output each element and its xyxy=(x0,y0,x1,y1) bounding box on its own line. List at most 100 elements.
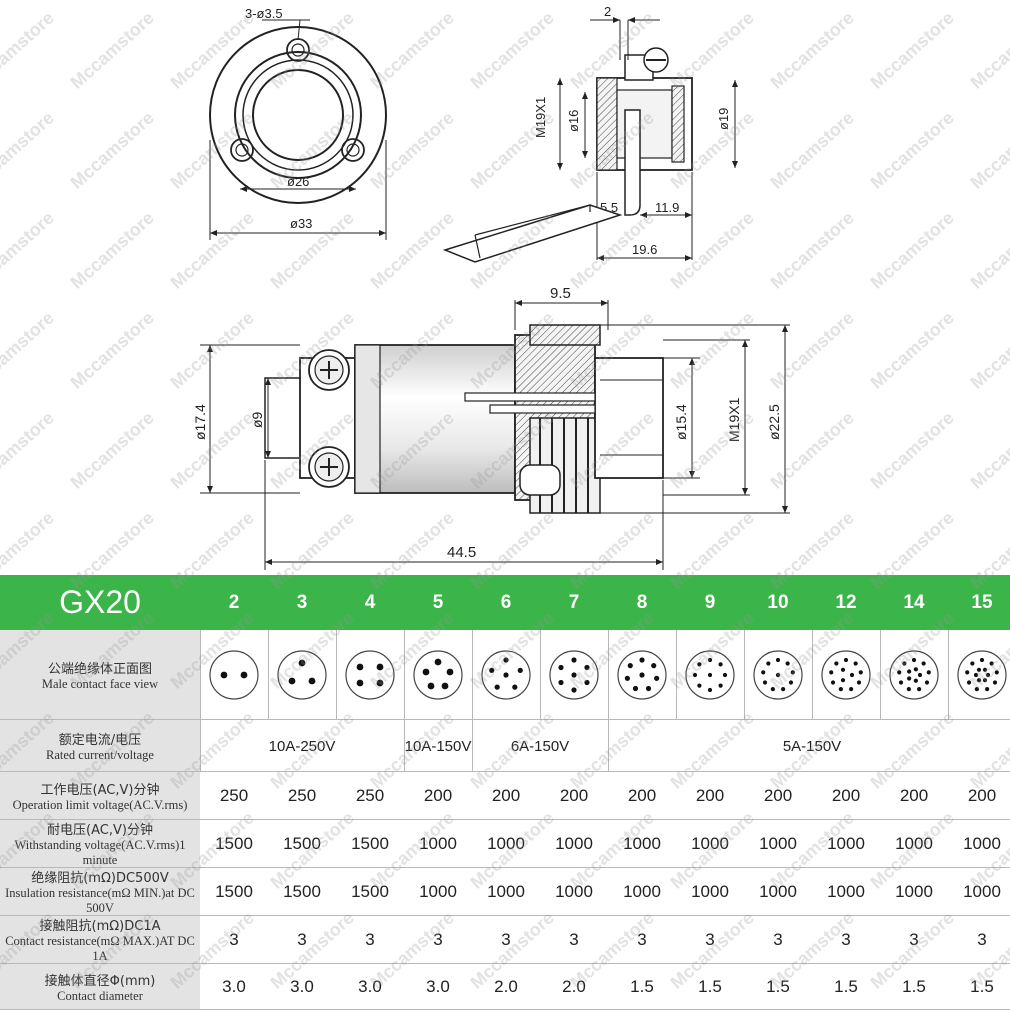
row-label-zh: 公端绝缘体正面图 xyxy=(47,661,152,677)
table-cell: 3 xyxy=(229,930,239,949)
table-cell: 200 xyxy=(899,786,929,805)
contact-pin xyxy=(788,680,794,685)
table-cell: 3 xyxy=(841,930,851,949)
contact-face-diagram xyxy=(413,650,463,700)
table-cell: 3.0 xyxy=(358,977,382,996)
contact-pin xyxy=(849,672,855,678)
contact-pin xyxy=(707,657,713,663)
contact-pin xyxy=(785,661,790,666)
table-cell: 1000 xyxy=(827,882,865,901)
technical-drawing: 3-ø3.5 ø26 ø33 2 M19X1 ø16 ø19 5.5 11.9 xyxy=(192,4,790,570)
contact-pin xyxy=(494,684,500,690)
table-cell: 200 xyxy=(831,786,861,805)
rated-group-cell: 10A-150V xyxy=(404,737,472,755)
contact-pin xyxy=(992,680,998,685)
table-cell: 3 xyxy=(365,930,375,949)
contact-pin xyxy=(376,663,384,671)
main-dim-left-outer: ø17.4 xyxy=(192,404,208,440)
row-label: 接触体直径Φ(mm)Contact diameter xyxy=(0,964,200,1010)
contact-pin xyxy=(584,664,590,671)
table-cell: 1500 xyxy=(215,882,253,901)
panel-mount-side-view: 2 M19X1 ø16 ø19 5.5 11.9 19.6 xyxy=(442,4,738,263)
contact-pin xyxy=(571,657,577,663)
side-dim-b: 11.9 xyxy=(655,200,679,215)
pin-count-header: 6 xyxy=(500,591,512,613)
contact-pin xyxy=(982,667,988,672)
contact-pin xyxy=(907,676,912,681)
row-divider xyxy=(200,772,1010,820)
contact-pin xyxy=(965,670,970,675)
column-divider xyxy=(608,720,609,772)
column-divider xyxy=(472,630,473,720)
table-cell: 1500 xyxy=(283,834,321,853)
contact-pin xyxy=(856,680,862,685)
contact-face-diagram xyxy=(209,650,259,700)
contact-pin xyxy=(911,657,917,663)
contact-pin xyxy=(762,680,768,685)
row-label-en: Rated current/voltage xyxy=(46,747,154,762)
contact-face-diagram xyxy=(821,650,871,700)
contact-pin xyxy=(976,667,982,672)
contact-pin xyxy=(356,679,364,687)
contact-pin xyxy=(970,661,975,666)
contact-pin xyxy=(707,672,713,678)
contact-face-diagram xyxy=(277,650,327,700)
row-divider xyxy=(200,868,1010,916)
contact-pin xyxy=(692,672,698,678)
contact-pin xyxy=(921,661,926,666)
contact-pin xyxy=(849,686,854,692)
table-cell: 1000 xyxy=(895,882,933,901)
contact-pin xyxy=(639,672,645,678)
pin-count-header: 10 xyxy=(767,591,789,613)
table-cell: 1000 xyxy=(555,882,593,901)
outer-diameter-label: ø33 xyxy=(290,216,312,231)
row-label-en: Insulation resistance(mΩ MIN.)at DC 500V xyxy=(5,886,195,915)
side-thread-label: M19X1 xyxy=(533,97,548,138)
row-label-zh: 额定电流/电压 xyxy=(58,732,142,748)
row-label-en: Male contact face view xyxy=(41,676,159,691)
contact-pin xyxy=(718,683,723,688)
contact-pin xyxy=(761,670,766,675)
column-divider xyxy=(268,630,269,720)
contact-pin xyxy=(790,670,795,675)
row-label-zh: 耐电压(AC,V)分钟 xyxy=(47,823,153,838)
contact-pin xyxy=(489,667,495,673)
side-dim-c: 19.6 xyxy=(632,242,657,257)
table-cell: 3 xyxy=(569,930,579,949)
table-cell: 1000 xyxy=(487,882,525,901)
row-label-en: Contact diameter xyxy=(57,988,143,1003)
row-divider xyxy=(200,820,1010,868)
contact-pin xyxy=(584,679,590,686)
row-divider xyxy=(200,916,1010,964)
column-divider xyxy=(744,630,745,720)
table-cell: 200 xyxy=(967,786,997,805)
pin-count-header: 12 xyxy=(835,591,857,613)
contact-pin xyxy=(902,661,907,666)
contact-pin xyxy=(976,678,982,683)
column-divider xyxy=(880,630,881,720)
contact-pin xyxy=(434,658,442,666)
contact-pin xyxy=(985,686,990,692)
table-cell: 1000 xyxy=(555,834,593,853)
table-cell: 250 xyxy=(287,786,317,805)
pin-count-header: 2 xyxy=(228,591,240,613)
table-cell: 1.5 xyxy=(766,977,790,996)
table-cell: 3 xyxy=(501,930,511,949)
main-dim-thread: M19X1 xyxy=(726,397,742,442)
contact-pin xyxy=(441,682,449,690)
contact-pin xyxy=(840,667,846,672)
column-divider xyxy=(540,630,541,720)
contact-pin xyxy=(512,684,518,690)
table-cell: 1000 xyxy=(691,882,729,901)
pin-count-header: 3 xyxy=(296,591,308,613)
contact-pin xyxy=(298,659,306,667)
table-cell: 1500 xyxy=(351,882,389,901)
contact-face-diagram xyxy=(617,650,667,700)
table-cell: 1000 xyxy=(895,834,933,853)
contact-pin xyxy=(503,672,509,678)
contact-pin xyxy=(220,671,228,679)
row-label-en: Contact resistance(mΩ MAX.)AT DC 1A xyxy=(5,934,195,963)
